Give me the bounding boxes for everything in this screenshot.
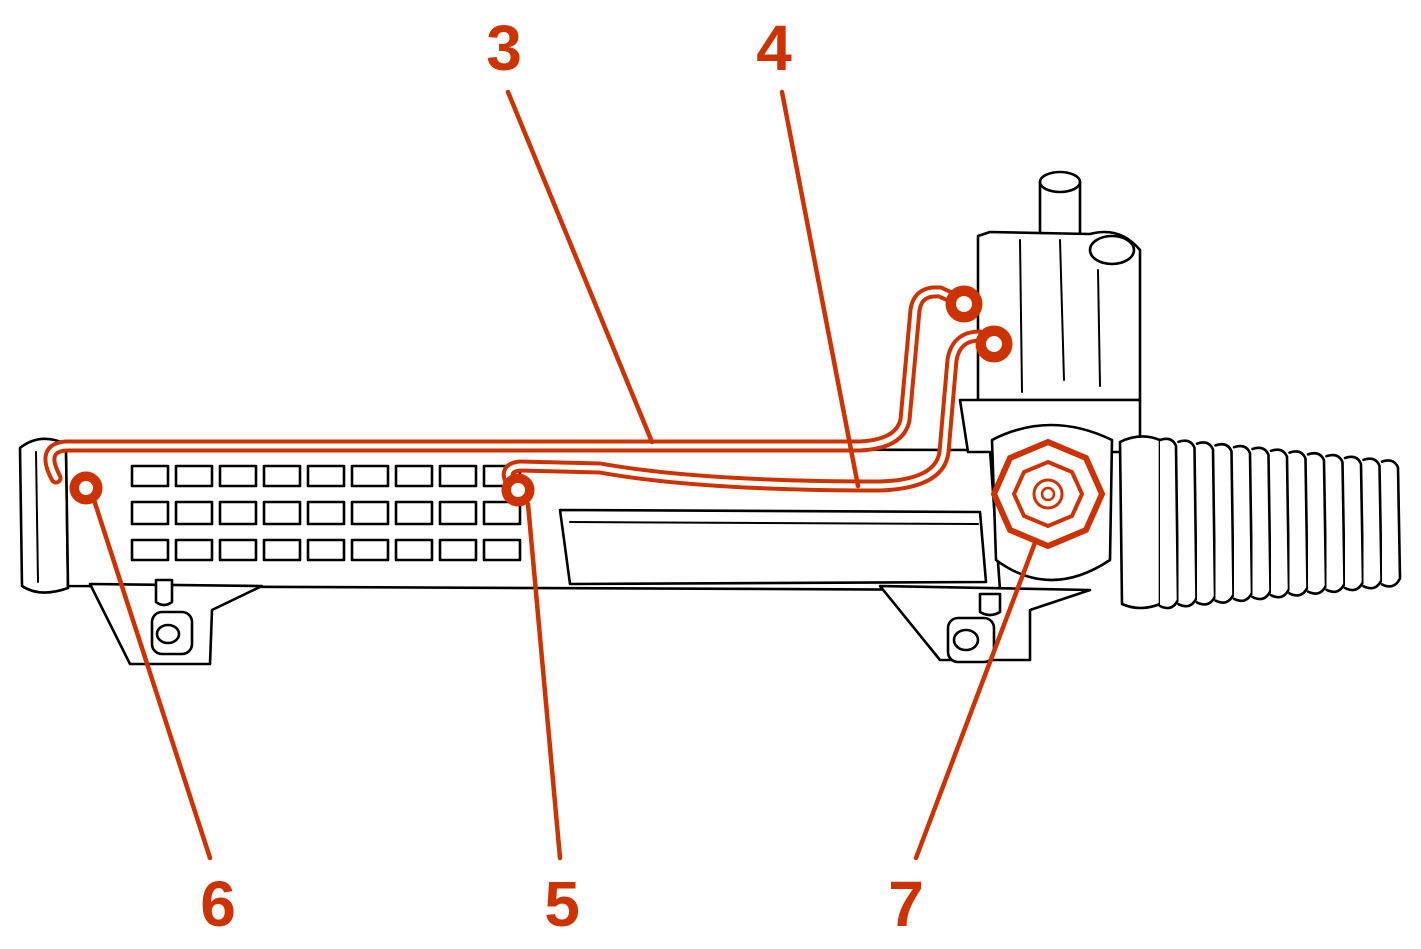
boot-fold <box>1288 450 1309 597</box>
grille-slot <box>218 538 258 562</box>
callout-4: 4 <box>756 12 792 84</box>
grille-slot <box>174 500 214 526</box>
grille-slot <box>262 538 302 562</box>
grille-slot <box>394 538 434 562</box>
callout-3: 3 <box>486 12 522 84</box>
adjuster-inner-hex <box>1011 459 1085 529</box>
grille-slot <box>482 538 522 562</box>
grille-slot <box>438 464 478 488</box>
leader-line-6 <box>91 497 213 861</box>
grille-slot <box>262 464 302 488</box>
right-bracket-stud <box>978 592 1002 617</box>
grille-slot <box>306 464 346 488</box>
left-bracket-stud <box>154 578 174 607</box>
grille-slot <box>130 500 170 526</box>
valve-housing-rib-3 <box>1097 269 1101 387</box>
grille-slot <box>350 464 390 488</box>
fluid-lines <box>43 285 1013 507</box>
grille-slot <box>350 538 390 562</box>
callout-7: 7 <box>888 868 924 940</box>
valve-fitting-lower-core <box>986 336 1002 352</box>
grille-slot <box>174 538 214 562</box>
boot-fold <box>1380 459 1402 588</box>
leader-line-7 <box>913 537 1039 861</box>
tube-window-edge <box>569 521 979 525</box>
boot-fold <box>1251 446 1272 601</box>
valve-housing-rib-2 <box>1059 239 1065 381</box>
fluid-line-3-core <box>47 289 965 481</box>
grille-slot <box>350 500 390 526</box>
grille-slot <box>306 538 346 562</box>
input-shaft-end <box>1038 170 1082 194</box>
adjuster-center-dot <box>1040 486 1056 502</box>
adjuster-plug-7 <box>990 438 1106 550</box>
boot-fold <box>1269 448 1291 599</box>
boot-fold <box>1306 451 1328 595</box>
valve-housing-boss <box>1088 234 1136 266</box>
boot-fold <box>1195 441 1217 606</box>
adjuster-housing <box>990 423 1114 582</box>
boot-fold <box>1177 439 1198 608</box>
boot-collar <box>1118 435 1162 610</box>
tube-grille <box>130 464 522 562</box>
boot-fold <box>1325 453 1346 594</box>
fitting-5-core <box>511 483 525 497</box>
boot-fold <box>1362 457 1383 590</box>
valve-fitting-upper-core <box>956 296 972 312</box>
right-bracket-bolt-hole <box>952 628 980 652</box>
callout-6: 6 <box>200 868 236 940</box>
leader-line-4 <box>779 89 861 489</box>
leader-lines <box>91 89 1039 861</box>
grille-slot <box>394 500 434 526</box>
leader-line-3 <box>505 89 655 445</box>
fluid-line-4-core <box>505 333 995 491</box>
callout-5: 5 <box>544 868 580 940</box>
grille-slot <box>262 500 302 526</box>
adjuster-outer-hex <box>990 438 1106 550</box>
valve-body <box>958 170 1142 582</box>
callout-labels: 3 4 5 6 7 <box>200 12 924 940</box>
leader-line-5 <box>525 501 563 861</box>
boot-fold <box>1343 455 1365 592</box>
valve-housing-rib-1 <box>1019 239 1023 393</box>
grille-slot <box>438 538 478 562</box>
boot-fold <box>1232 444 1254 603</box>
tube-window <box>558 508 988 586</box>
grille-slot <box>130 464 170 488</box>
grille-slot <box>394 464 434 488</box>
grille-slot <box>306 500 346 526</box>
grille-slot <box>218 500 258 526</box>
grille-slot <box>174 464 214 488</box>
grille-slot <box>482 500 522 526</box>
grille-slot <box>218 464 258 488</box>
boot-fold <box>1214 442 1235 604</box>
left-end-cap-edge <box>35 451 39 583</box>
boot-fold <box>1158 437 1180 610</box>
rack-boot <box>1118 435 1402 610</box>
grille-slot <box>130 538 170 562</box>
left-bracket-bolt-hole <box>155 623 181 645</box>
fitting-6-core <box>79 481 93 495</box>
adjuster-center <box>1032 478 1064 510</box>
grille-slot <box>438 500 478 526</box>
